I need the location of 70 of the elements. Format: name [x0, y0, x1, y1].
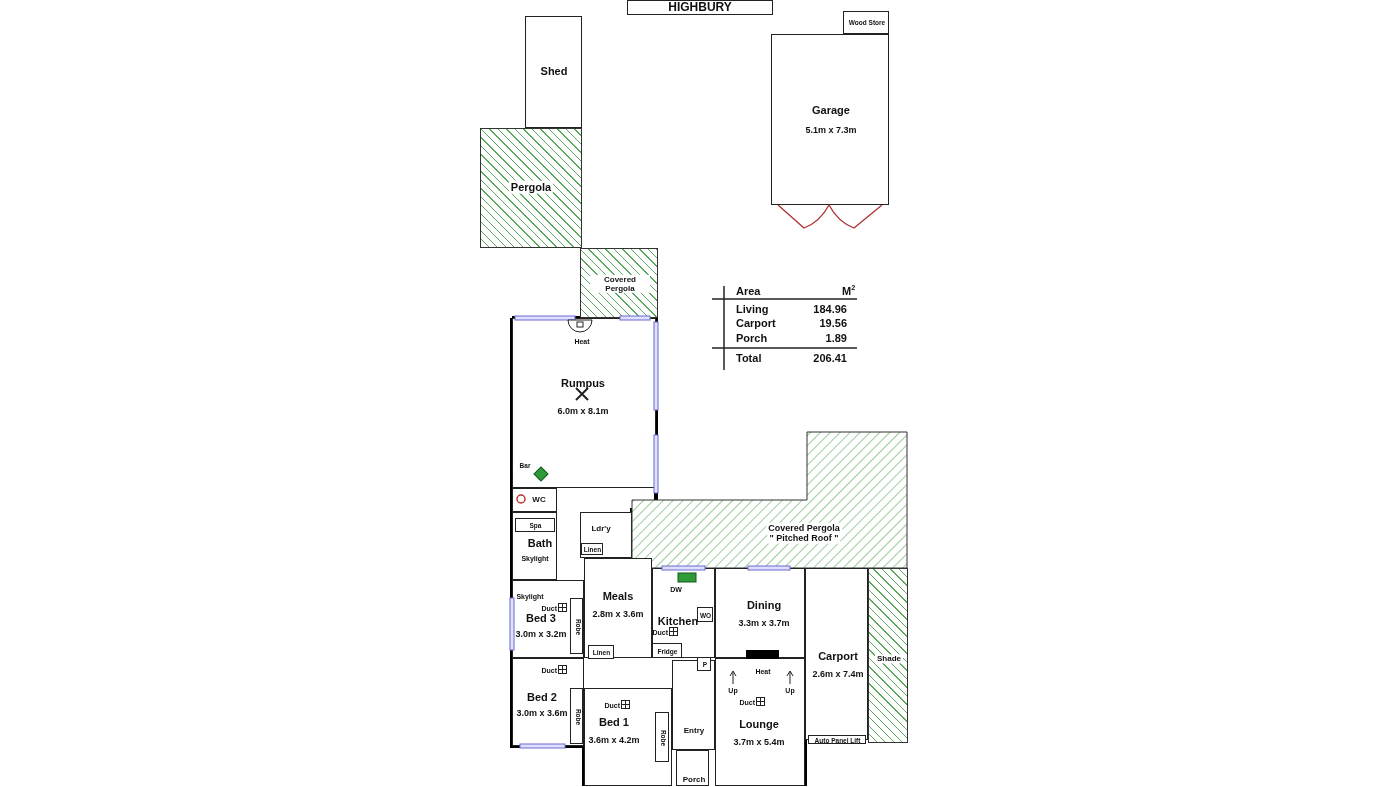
hallway	[672, 660, 715, 750]
linen-box	[587, 644, 614, 659]
room-name: Bed 3	[526, 611, 556, 625]
room-dimensions: 3.0m x 3.6m	[516, 707, 568, 718]
room-name: Shed	[540, 64, 568, 78]
room-name: Covered Pergola	[766, 522, 842, 533]
pergola-area	[580, 248, 658, 318]
fixture-box	[697, 657, 711, 671]
meals-room	[584, 558, 652, 658]
room-dimensions: 3.7m x 5.4m	[733, 736, 785, 747]
table-header: Area	[736, 285, 761, 297]
lounge-room	[715, 658, 805, 786]
room-name: Entry	[683, 726, 705, 736]
rumpus-room	[512, 318, 656, 488]
room-dimensions: 2.6m x 7.4m	[812, 668, 864, 679]
room-dimensions: 3.3m x 3.7m	[738, 617, 790, 628]
room-name: Shade	[875, 654, 903, 664]
room-name: Rumpus	[561, 376, 605, 390]
robe-box	[569, 597, 583, 654]
table-cell: Carport	[736, 317, 776, 329]
table-cell: 184.96	[813, 303, 847, 315]
shade-area	[868, 568, 908, 743]
room-name: Garage	[812, 103, 850, 117]
bedroom	[584, 688, 672, 786]
bedroom	[512, 658, 584, 746]
room-dimensions: 2.8m x 3.6m	[592, 608, 644, 619]
table-header: M$^{2}$	[842, 285, 856, 297]
robe-box	[569, 687, 583, 744]
spa-box	[514, 517, 555, 532]
table-cell: Living	[736, 303, 769, 315]
plan-title: HIGHBURY	[627, 0, 773, 15]
shed-room	[525, 16, 582, 128]
room-name: Dining	[746, 598, 782, 612]
toilet-room	[512, 488, 557, 512]
table-cell: Porch	[736, 332, 768, 344]
robe-box	[654, 711, 669, 762]
room-name: Kitchen	[657, 614, 699, 628]
room-dimensions: 5.1m x 7.3m	[805, 124, 857, 135]
bathroom	[512, 512, 557, 580]
dining-room	[715, 568, 805, 658]
table-cell: Total	[736, 352, 762, 364]
room-name: Carport	[818, 649, 858, 663]
room-name: Porch	[682, 775, 706, 785]
room-name: Meals	[602, 589, 634, 603]
room-name: Covered Pergola	[590, 274, 650, 294]
room-dimensions: 6.0m x 8.1m	[557, 405, 609, 416]
pergola-area	[480, 128, 582, 248]
room-name: Lounge	[739, 717, 779, 731]
room-name: Ldr'y	[591, 524, 611, 534]
fixture-box	[696, 606, 713, 622]
store-box	[843, 11, 889, 34]
garage-room	[771, 34, 889, 205]
pergola-area	[632, 432, 907, 568]
room-name: Bed 2	[527, 690, 557, 704]
room-dimensions: 3.0m x 3.2m	[515, 628, 567, 639]
bedroom	[512, 580, 584, 658]
fixture-box	[807, 734, 866, 744]
room-name: WC	[532, 495, 546, 505]
room-dimensions: " Pitched Roof "	[767, 533, 841, 544]
room-name: Bed 1	[599, 715, 629, 729]
laundry-room	[580, 512, 632, 558]
room-dimensions: 3.6m x 4.2m	[588, 734, 640, 745]
table-cell: 206.41	[813, 352, 847, 364]
porch-area	[676, 750, 709, 786]
fridge-box	[651, 642, 682, 658]
table-cell: 19.56	[819, 317, 847, 329]
room-name: Pergola	[508, 180, 554, 194]
table-cell: 1.89	[825, 332, 847, 344]
room-name: Bath	[527, 536, 553, 550]
kitchen-room	[652, 568, 715, 658]
